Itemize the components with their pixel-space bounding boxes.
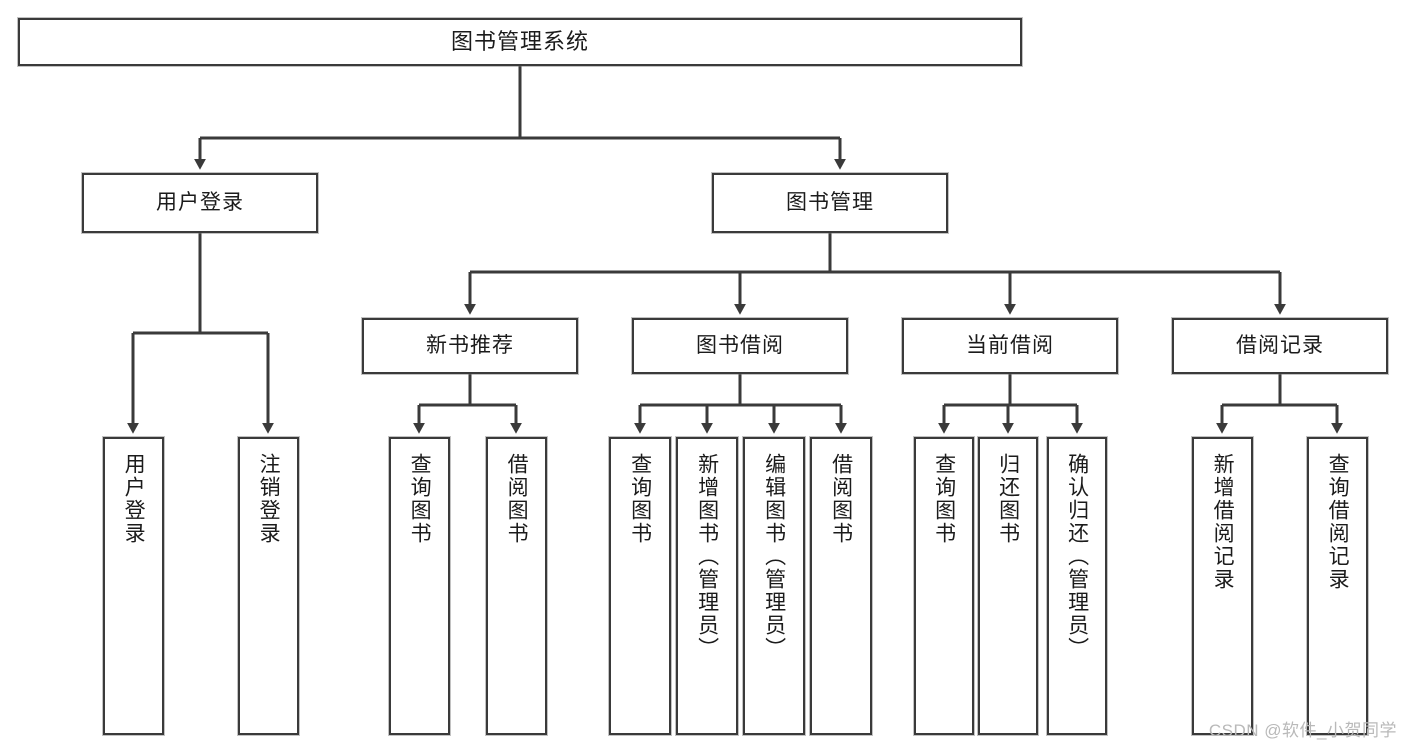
node-user-login[interactable]: 用户登录 [82, 173, 318, 233]
leaf-borrow-edit-book[interactable]: 编辑图书（管理员） [743, 437, 805, 735]
node-label: 借阅图书 [505, 453, 529, 545]
leaf-user-logout[interactable]: 注销登录 [238, 437, 299, 735]
node-label: 用户登录 [156, 191, 244, 215]
node-label: 图书借阅 [696, 334, 784, 358]
node-label: 新增借阅记录 [1211, 453, 1235, 591]
node-label: 新书推荐 [426, 334, 514, 358]
node-label: 图书管理 [786, 191, 874, 215]
leaf-record-add[interactable]: 新增借阅记录 [1192, 437, 1253, 735]
node-label: 当前借阅 [966, 334, 1054, 358]
leaf-current-query-book[interactable]: 查询图书 [914, 437, 974, 735]
node-book-borrow[interactable]: 图书借阅 [632, 318, 848, 374]
node-book-management[interactable]: 图书管理 [712, 173, 948, 233]
node-label: 编辑图书（管理员） [762, 453, 786, 660]
leaf-borrow-query-book[interactable]: 查询图书 [609, 437, 671, 735]
node-label: 借阅记录 [1236, 334, 1324, 358]
node-label: 用户登录 [122, 453, 146, 545]
node-borrow-record[interactable]: 借阅记录 [1172, 318, 1388, 374]
leaf-user-login[interactable]: 用户登录 [103, 437, 164, 735]
node-label: 归还图书 [996, 453, 1020, 545]
leaf-borrow-add-book[interactable]: 新增图书（管理员） [676, 437, 738, 735]
leaf-current-confirm-return[interactable]: 确认归还（管理员） [1047, 437, 1107, 735]
node-label: 借阅图书 [829, 453, 853, 545]
node-new-book-recommend[interactable]: 新书推荐 [362, 318, 578, 374]
node-label: 查询图书 [628, 453, 652, 545]
leaf-current-return-book[interactable]: 归还图书 [978, 437, 1038, 735]
leaf-record-query[interactable]: 查询借阅记录 [1307, 437, 1368, 735]
node-label: 查询图书 [932, 453, 956, 545]
leaf-new-book-borrow[interactable]: 借阅图书 [486, 437, 547, 735]
node-label: 查询借阅记录 [1326, 453, 1350, 591]
node-label: 查询图书 [408, 453, 432, 545]
node-label: 注销登录 [257, 453, 281, 545]
node-label: 图书管理系统 [450, 28, 589, 54]
node-label: 确认归还（管理员） [1065, 453, 1089, 660]
node-current-borrow[interactable]: 当前借阅 [902, 318, 1118, 374]
leaf-new-book-query[interactable]: 查询图书 [389, 437, 450, 735]
node-label: 新增图书（管理员） [695, 453, 719, 660]
node-root-system[interactable]: 图书管理系统 [18, 18, 1022, 66]
leaf-borrow-borrow-book[interactable]: 借阅图书 [810, 437, 872, 735]
